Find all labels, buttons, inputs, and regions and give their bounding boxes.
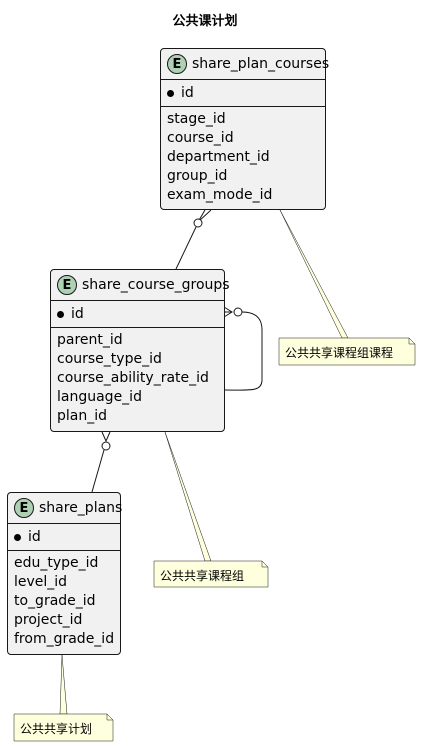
entity-fields: parent_id course_type_id course_ability_… bbox=[51, 328, 224, 426]
relation-courses-groups bbox=[175, 209, 212, 270]
field: plan_id bbox=[57, 408, 108, 424]
field: edu_type_id bbox=[14, 555, 99, 571]
field: course_id bbox=[167, 130, 234, 146]
entity-share-plans: E share_plans id edu_type_id level_id to… bbox=[7, 492, 123, 655]
field: course_ability_rate_id bbox=[57, 370, 209, 386]
note-shape-share-plans bbox=[13, 654, 114, 742]
field: from_grade_id bbox=[14, 631, 115, 647]
note-share-plan-courses: 公共共享课程组课程 bbox=[285, 346, 394, 360]
note-shape-share-course-groups bbox=[153, 431, 269, 588]
relation-groups-self bbox=[223, 306, 263, 391]
field: stage_id bbox=[167, 111, 226, 127]
entity-icon: E bbox=[167, 54, 187, 74]
key-bullet-icon bbox=[14, 533, 21, 541]
entity-name: share_plans bbox=[39, 500, 123, 516]
key-bullet-icon bbox=[167, 89, 174, 97]
field: course_type_id bbox=[57, 351, 162, 367]
entity-icon: E bbox=[14, 498, 34, 518]
entity-primary-key: id bbox=[161, 80, 325, 107]
key-bullet-icon bbox=[57, 310, 64, 318]
entity-name: share_course_groups bbox=[82, 277, 230, 293]
entity-header: E share_plan_courses bbox=[161, 49, 329, 80]
note-share-plans: 公共共享计划 bbox=[20, 722, 93, 736]
entity-fields: edu_type_id level_id to_grade_id project… bbox=[8, 551, 120, 649]
entity-primary-key: id bbox=[8, 524, 120, 551]
entity-share-course-groups: E share_course_groups id parent_id cours… bbox=[50, 269, 230, 432]
field: project_id bbox=[14, 612, 83, 628]
primary-key-label: id bbox=[181, 85, 194, 101]
primary-key-label: id bbox=[28, 529, 41, 545]
field: parent_id bbox=[57, 332, 123, 348]
diagram-title: 公共课计划 bbox=[172, 14, 238, 29]
entity-primary-key: id bbox=[51, 301, 224, 328]
note-share-course-groups: 公共共享课程组 bbox=[160, 569, 245, 583]
entity-header: E share_plans bbox=[8, 493, 123, 524]
entity-share-plan-courses: E share_plan_courses id stage_id course_… bbox=[160, 48, 329, 210]
entity-fields: stage_id course_id department_id group_i… bbox=[161, 107, 325, 205]
note-shape-share-plan-courses bbox=[278, 209, 416, 366]
primary-key-label: id bbox=[71, 306, 84, 322]
entity-icon: E bbox=[57, 275, 77, 295]
field: group_id bbox=[167, 168, 228, 184]
entity-name: share_plan_courses bbox=[192, 56, 330, 72]
field: department_id bbox=[167, 149, 270, 165]
field: level_id bbox=[14, 574, 68, 590]
field: language_id bbox=[57, 389, 142, 405]
field: exam_mode_id bbox=[167, 187, 273, 203]
field: to_grade_id bbox=[14, 593, 96, 609]
relation-groups-plans bbox=[91, 431, 111, 493]
entity-header: E share_course_groups bbox=[51, 270, 230, 301]
